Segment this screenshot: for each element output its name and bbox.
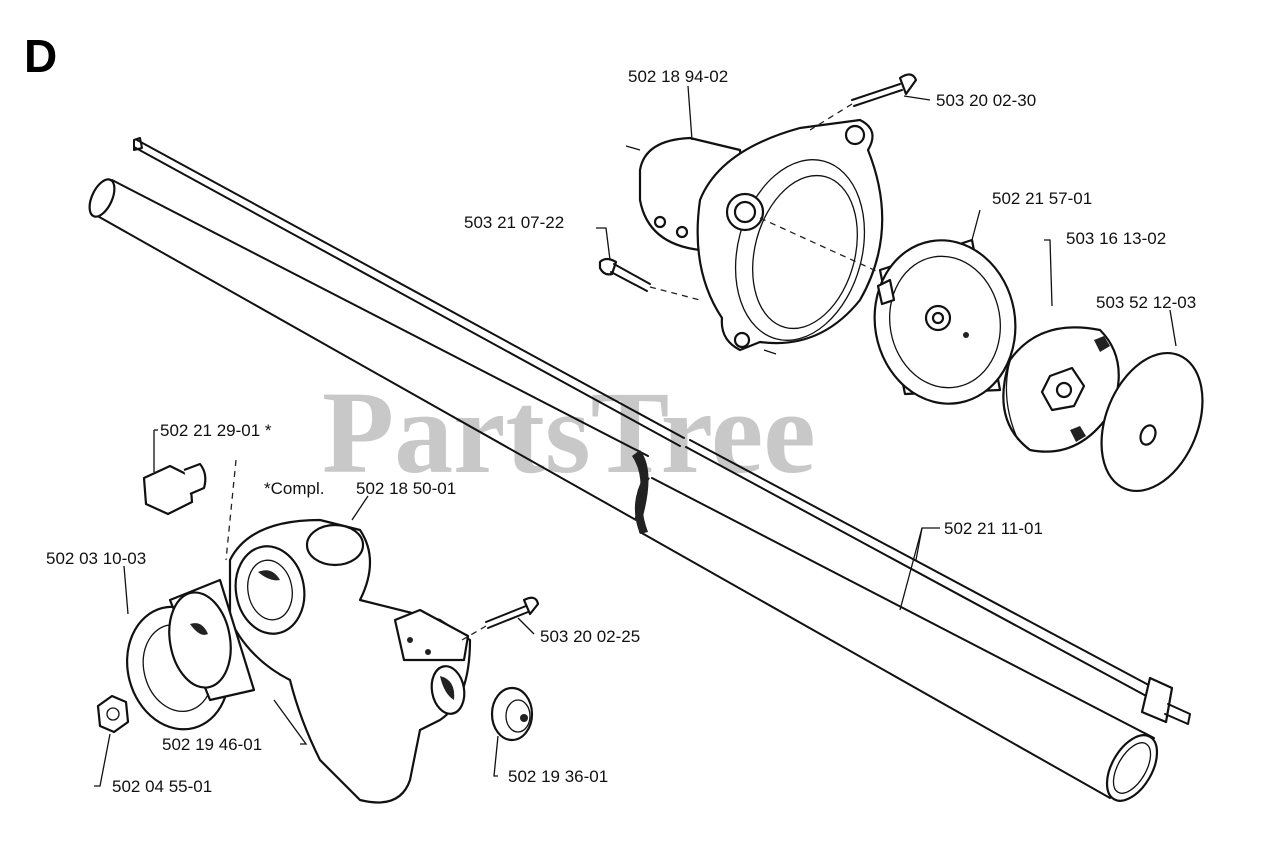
label-shaft-tube: 502 21 11-01 — [944, 519, 1043, 538]
screw-clamp-illustration — [461, 596, 540, 641]
section-letter: D — [24, 30, 57, 82]
washer-illustration — [1100, 351, 1204, 493]
part-labels: 502 18 94-02 503 20 02-30 503 21 07-22 5… — [46, 67, 1196, 796]
clutch-drum-illustration — [873, 238, 1017, 405]
label-plug: 502 21 29-01 * — [160, 421, 272, 440]
label-bushing: 502 19 36-01 — [508, 767, 608, 786]
nut-holder-illustration — [1002, 326, 1120, 453]
screw-top-illustration — [809, 73, 918, 131]
label-nut-holder: 503 16 13-02 — [1066, 229, 1166, 248]
shaft-tube-illustration — [88, 178, 1159, 802]
label-screw-clamp: 503 20 02-25 — [540, 627, 640, 646]
bushing-illustration — [490, 686, 534, 742]
label-screw-top: 503 20 02-30 — [936, 91, 1036, 110]
label-screw-housing: 503 21 07-22 — [464, 213, 564, 232]
leader-lines — [94, 85, 1177, 787]
label-gear-head: 502 18 50-01 — [356, 479, 456, 498]
clutch-housing-illustration — [625, 118, 941, 355]
label-nut: 502 04 55-01 — [112, 777, 212, 796]
label-washer: 503 52 12-03 — [1096, 293, 1196, 312]
nut-illustration — [96, 694, 130, 734]
label-flange: 502 03 10-03 — [46, 549, 146, 568]
screw-housing-illustration — [598, 257, 701, 301]
plug-illustration — [142, 459, 237, 561]
label-clutch-drum: 502 21 57-01 — [992, 189, 1092, 208]
gear-head-illustration — [228, 518, 472, 804]
label-gear-housing-top: 502 18 94-02 — [628, 67, 728, 86]
label-bearing: 502 19 46-01 — [162, 735, 262, 754]
label-complete-note: *Compl. — [264, 479, 324, 498]
bearing-illustration — [168, 578, 256, 702]
drive-shaft-illustration — [133, 137, 1191, 725]
